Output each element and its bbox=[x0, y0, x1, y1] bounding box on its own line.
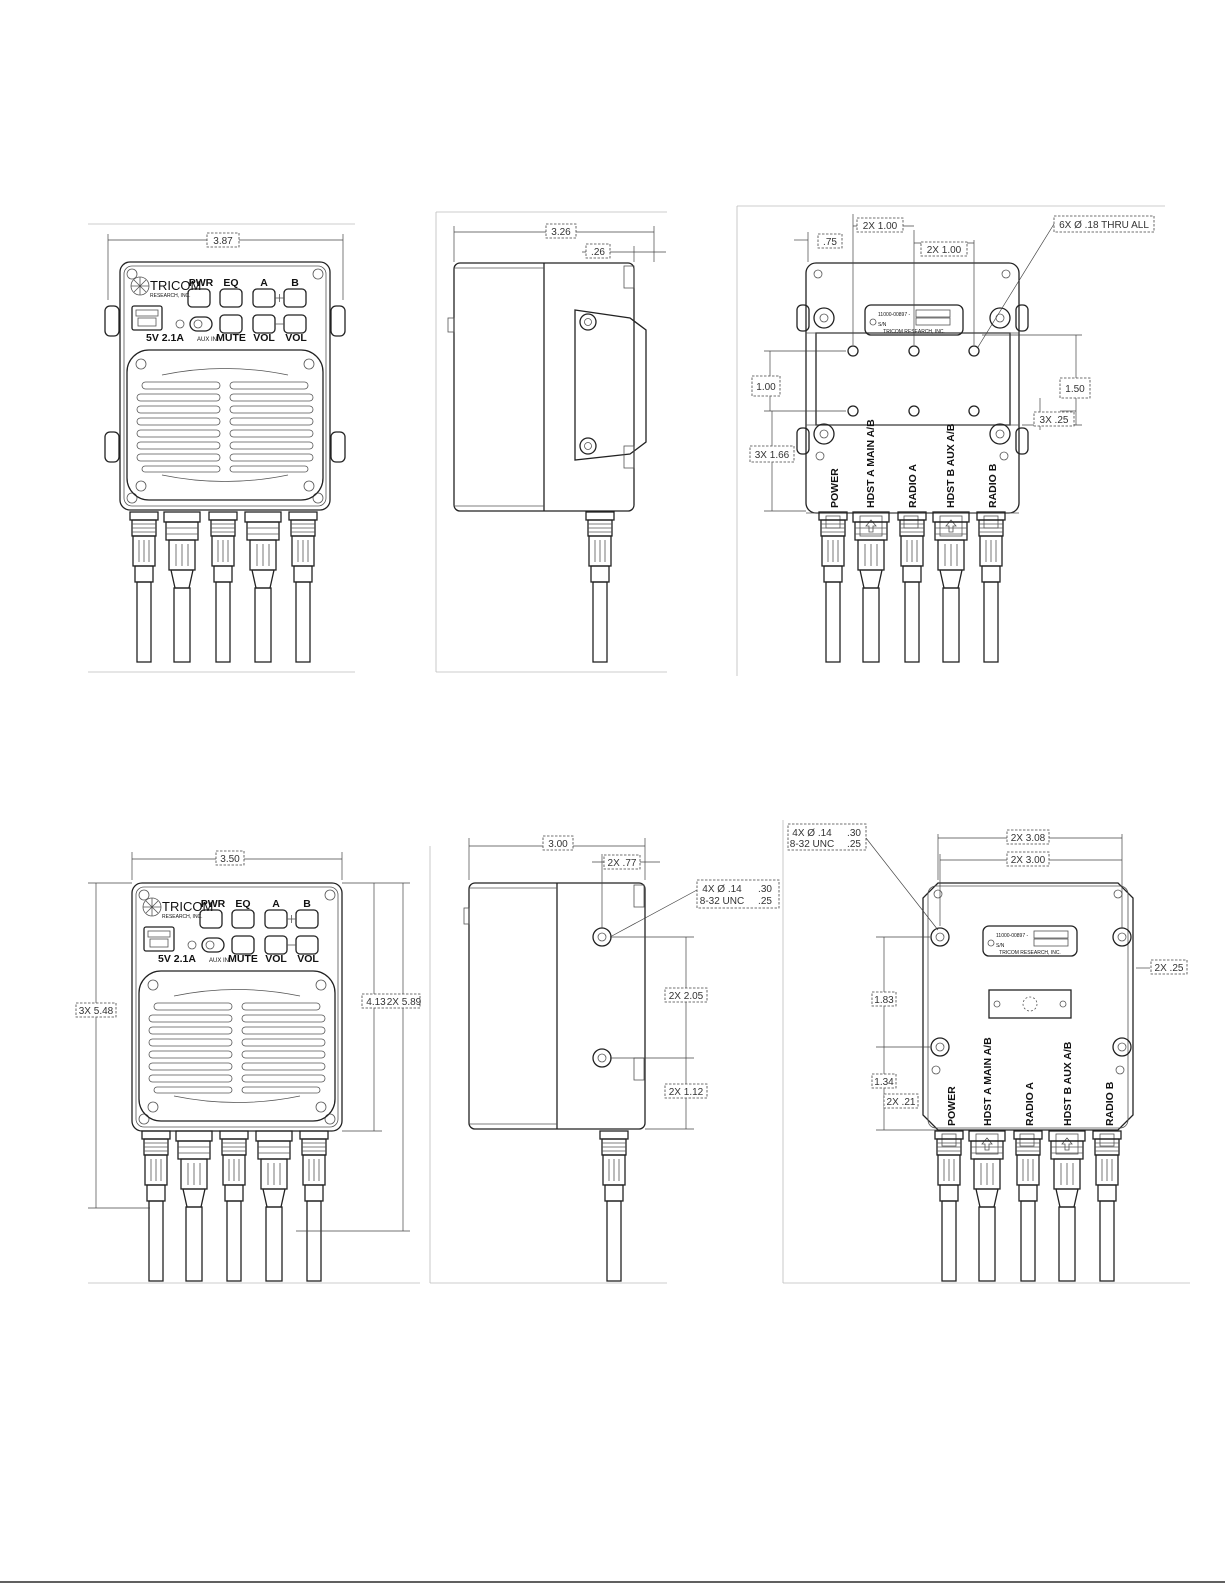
dim-bot-side-depth: 3.00 bbox=[548, 839, 568, 850]
dim-bot-rear-holes-a: 4X Ø .14 bbox=[792, 828, 832, 839]
top-front-usb-label: 5V 2.1A bbox=[146, 332, 184, 344]
dim-bot-rear-vert-c: 2X .21 bbox=[887, 1097, 916, 1108]
bottom-side-view bbox=[463, 835, 780, 1282]
dim-top-side-depth: 3.26 bbox=[551, 227, 571, 238]
dim-top-rear-spacing-b: 2X 1.00 bbox=[927, 245, 962, 256]
dim-bot-side-thread: 8-32 UNC bbox=[700, 896, 744, 907]
bottom-front-btn-pwr: PWR bbox=[201, 898, 226, 910]
dim-bot-rear-thread: 8-32 UNC bbox=[790, 839, 834, 850]
top-front-btn-mute: MUTE bbox=[216, 332, 246, 344]
bottom-front-brand: TRICOM bbox=[162, 899, 213, 914]
bottom-rear-nameplate-company: TRICOM RESEARCH, INC. bbox=[999, 950, 1061, 956]
top-rear-port-radio-a: RADIO A bbox=[907, 464, 919, 508]
bottom-rear-nameplate-number: 11000-00897 - bbox=[996, 933, 1028, 939]
bottom-rear-port-hdst-a: HDST A MAIN A/B bbox=[982, 1037, 994, 1126]
top-front-brand-sub: RESEARCH, INC. bbox=[150, 293, 191, 299]
dim-top-rear-edge: .75 bbox=[823, 237, 837, 248]
dim-bot-front-height-mid: 4.13 bbox=[366, 997, 386, 1008]
top-front-btn-b: B bbox=[291, 277, 299, 289]
dim-bot-rear-width-b: 2X 3.00 bbox=[1011, 855, 1046, 866]
dim-bot-rear-vert-b: 1.34 bbox=[874, 1077, 894, 1088]
top-rear-port-power: POWER bbox=[829, 468, 841, 508]
dim-bot-rear-vert-a: 1.83 bbox=[874, 995, 894, 1006]
top-rear-port-radio-b: RADIO B bbox=[987, 463, 999, 508]
bottom-front-btn-vol-2: VOL bbox=[297, 953, 319, 965]
top-front-view bbox=[104, 232, 346, 663]
dim-top-side-offset: .26 bbox=[591, 247, 605, 258]
dim-bot-side-holes-a: 4X Ø .14 bbox=[702, 884, 742, 895]
bottom-front-brand-sub: RESEARCH, INC. bbox=[162, 914, 203, 920]
top-front-btn-pwr: PWR bbox=[189, 277, 214, 289]
top-rear-port-hdst-a: HDST A MAIN A/B bbox=[865, 419, 877, 508]
dim-bot-side-offset: 2X .77 bbox=[608, 858, 637, 869]
dim-top-rear-holes: 6X Ø .18 THRU ALL bbox=[1059, 220, 1149, 231]
top-front-brand: TRICOM bbox=[150, 278, 201, 293]
dim-bot-front-width: 3.50 bbox=[220, 854, 240, 865]
dim-bot-front-height-left: 3X 5.48 bbox=[79, 1006, 114, 1017]
bottom-front-btn-eq: EQ bbox=[235, 898, 250, 910]
bottom-front-btn-b: B bbox=[303, 898, 311, 910]
dim-bot-side-vert-a: 2X 2.05 bbox=[669, 991, 704, 1002]
bottom-rear-view bbox=[787, 823, 1188, 1282]
top-front-btn-a: A bbox=[260, 277, 268, 289]
dim-bot-rear-thread-depth: .25 bbox=[847, 839, 861, 850]
top-rear-nameplate-company: TRICOM RESEARCH, INC. bbox=[883, 329, 945, 335]
bottom-rear-port-power: POWER bbox=[946, 1086, 958, 1126]
bottom-rear-nameplate-sn: S/N bbox=[996, 943, 1005, 949]
bottom-rear-port-radio-a: RADIO A bbox=[1024, 1082, 1036, 1126]
dim-bot-rear-holes-b: .30 bbox=[847, 828, 861, 839]
top-rear-view bbox=[749, 214, 1155, 663]
dim-bot-side-thread-depth: .25 bbox=[758, 896, 772, 907]
bottom-front-btn-vol-1: VOL bbox=[265, 953, 287, 965]
bottom-front-btn-a: A bbox=[272, 898, 280, 910]
bottom-front-btn-mute: MUTE bbox=[228, 953, 258, 965]
dim-bot-rear-width-a: 2X 3.08 bbox=[1011, 833, 1046, 844]
top-front-btn-vol-2: VOL bbox=[285, 332, 307, 344]
top-front-aux-label: AUX IN bbox=[197, 337, 217, 343]
bottom-rear-port-radio-b: RADIO B bbox=[1104, 1081, 1116, 1126]
dim-top-rear-right-vert: 1.50 bbox=[1065, 384, 1085, 395]
top-rear-port-hdst-b: HDST B AUX A/B bbox=[945, 423, 957, 508]
bottom-front-aux-label: AUX IN bbox=[209, 958, 229, 964]
dim-top-front-width: 3.87 bbox=[213, 236, 233, 247]
bottom-front-usb-label: 5V 2.1A bbox=[158, 953, 196, 965]
dim-bot-side-holes-b: .30 bbox=[758, 884, 772, 895]
dim-top-rear-left-vert: 1.00 bbox=[756, 382, 776, 393]
dim-bot-front-height-right: 2X 5.89 bbox=[387, 997, 422, 1008]
top-rear-nameplate-sn: S/N bbox=[878, 322, 887, 328]
dim-top-rear-height: 3X 1.66 bbox=[755, 450, 790, 461]
dim-bot-side-vert-b: 2X 1.12 bbox=[669, 1087, 704, 1098]
dim-top-rear-small: 3X .25 bbox=[1040, 415, 1069, 426]
top-front-btn-eq: EQ bbox=[223, 277, 238, 289]
dim-top-rear-spacing-a: 2X 1.00 bbox=[863, 221, 898, 232]
top-rear-nameplate-number: 11000-00897 - bbox=[878, 312, 910, 318]
bottom-front-view bbox=[75, 850, 421, 1282]
top-front-btn-vol-1: VOL bbox=[253, 332, 275, 344]
bottom-rear-port-hdst-b: HDST B AUX A/B bbox=[1062, 1041, 1074, 1126]
top-side-view bbox=[447, 223, 666, 663]
view-frames bbox=[88, 205, 1190, 1284]
dim-bot-rear-right: 2X .25 bbox=[1155, 963, 1184, 974]
